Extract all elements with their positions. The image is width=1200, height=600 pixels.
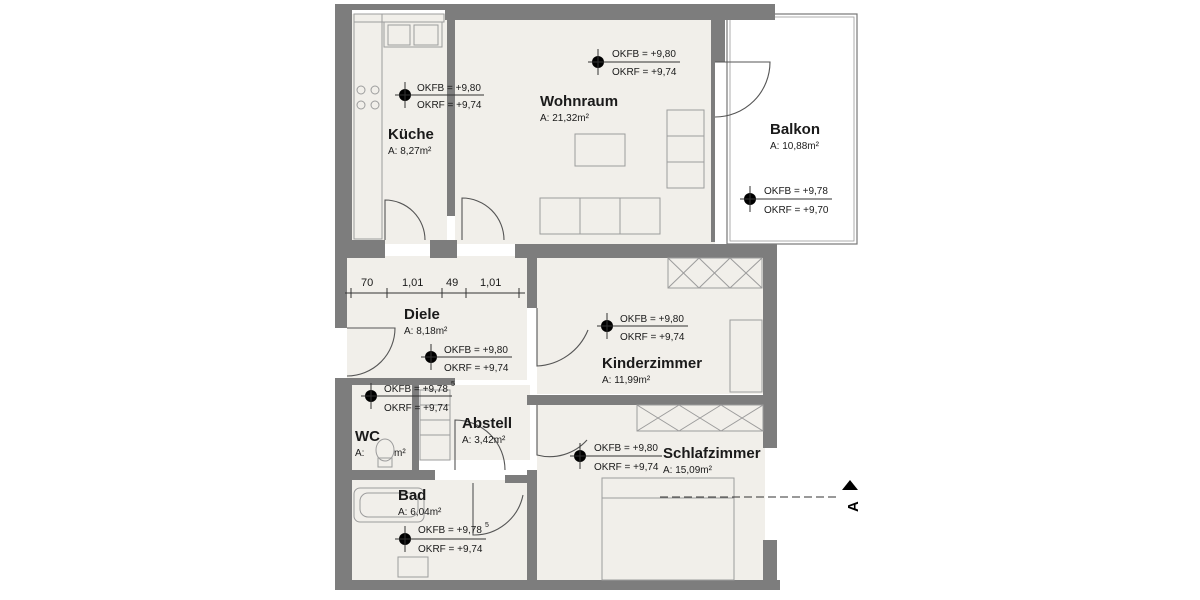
schlafzimmer-furniture (601, 404, 764, 581)
level-marker-kueche (395, 82, 484, 108)
room-name-schlafzimmer: Schlafzimmer (663, 445, 761, 462)
dimension-labels: 70 1,01 49 1,01 (361, 277, 501, 289)
kitchen-fittings (353, 13, 445, 240)
okfb-superscript-bad: 5 (485, 522, 489, 529)
okrf-label-balkon: OKRF = +9,70 (764, 205, 829, 216)
level-marker-kinderzimmer (597, 313, 688, 339)
room-area-schlafzimmer: A: 15,09m² (663, 465, 713, 476)
floor-areas (347, 14, 765, 580)
kinderzimmer-furniture (667, 257, 763, 393)
dimension-label: 1,01 (402, 277, 423, 289)
level-marker-diele (421, 344, 512, 370)
room-area-wohnraum: A: 21,32m² (540, 113, 590, 124)
room-labels: Küche A: 8,27m² Wohnraum A: 21,32m² Balk… (355, 93, 820, 518)
room-name-kueche: Küche (388, 126, 434, 143)
okrf-label-diele: OKRF = +9,74 (444, 363, 509, 374)
room-name-abstell: Abstell (462, 415, 512, 432)
okrf-label-kinderzimmer: OKRF = +9,74 (620, 332, 685, 343)
okrf-label-wc: OKRF = +9,74 (384, 403, 449, 414)
room-name-diele: Diele (404, 306, 440, 323)
door-swings (346, 61, 771, 536)
level-marker-wc (361, 383, 452, 409)
balcony-outline (726, 13, 858, 245)
room-name-wc: WC (355, 428, 380, 445)
room-area-kueche: A: 8,27m² (388, 146, 432, 157)
room-area-diele: A: 8,18m² (404, 326, 448, 337)
room-area-wc-suffix: m² (394, 448, 406, 459)
room-name-balkon: Balkon (770, 121, 820, 138)
section-marker: A (660, 480, 862, 512)
dimension-line (345, 288, 525, 298)
room-name-kinderzimmer: Kinderzimmer (602, 355, 702, 372)
room-name-bad: Bad (398, 487, 426, 504)
okrf-label-wohnraum: OKRF = +9,74 (612, 67, 677, 78)
room-area-balkon: A: 10,88m² (770, 141, 820, 152)
okfb-label-diele: OKFB = +9,80 (444, 345, 508, 356)
okrf-label-kueche: OKRF = +9,74 (417, 100, 482, 111)
dimension-label: 1,01 (480, 277, 501, 289)
room-area-wc-prefix: A: (355, 448, 364, 459)
okfb-label-kueche: OKFB = +9,80 (417, 83, 481, 94)
okfb-label-wc: OKFB = +9,78 (384, 384, 448, 395)
okfb-label-bad: OKFB = +9,78 (418, 525, 482, 536)
room-name-wohnraum: Wohnraum (540, 93, 618, 110)
room-area-abstell: A: 3,42m² (462, 435, 506, 446)
okrf-label-schlafzimmer: OKRF = +9,74 (594, 462, 659, 473)
room-area-bad: A: 6,04m² (398, 507, 442, 518)
level-marker-wohnraum (588, 49, 680, 75)
section-marker-label: A (845, 501, 862, 512)
okfb-label-schlafzimmer: OKFB = +9,80 (594, 443, 658, 454)
room-area-kinderzimmer: A: 11,99m² (602, 375, 651, 386)
bathroom-fixtures (353, 389, 451, 578)
living-room-furniture (539, 109, 705, 235)
okrf-label-bad: OKRF = +9,74 (418, 544, 483, 555)
okfb-label-kinderzimmer: OKFB = +9,80 (620, 314, 684, 325)
dimension-label: 70 (361, 277, 373, 289)
level-marker-bad (395, 526, 486, 552)
level-marker-schlafzimmer (570, 443, 662, 469)
level-marker-balkon (740, 186, 832, 212)
okfb-label-wohnraum: OKFB = +9,80 (612, 49, 676, 60)
walls (335, 4, 780, 590)
okfb-superscript-wc: 5 (451, 381, 455, 388)
level-markers (361, 49, 832, 552)
okfb-label-balkon: OKFB = +9,78 (764, 186, 828, 197)
dimension-label: 49 (446, 277, 458, 289)
level-labels: OKFB = +9,80 OKRF = +9,74 OKFB = +9,80 O… (384, 49, 829, 555)
